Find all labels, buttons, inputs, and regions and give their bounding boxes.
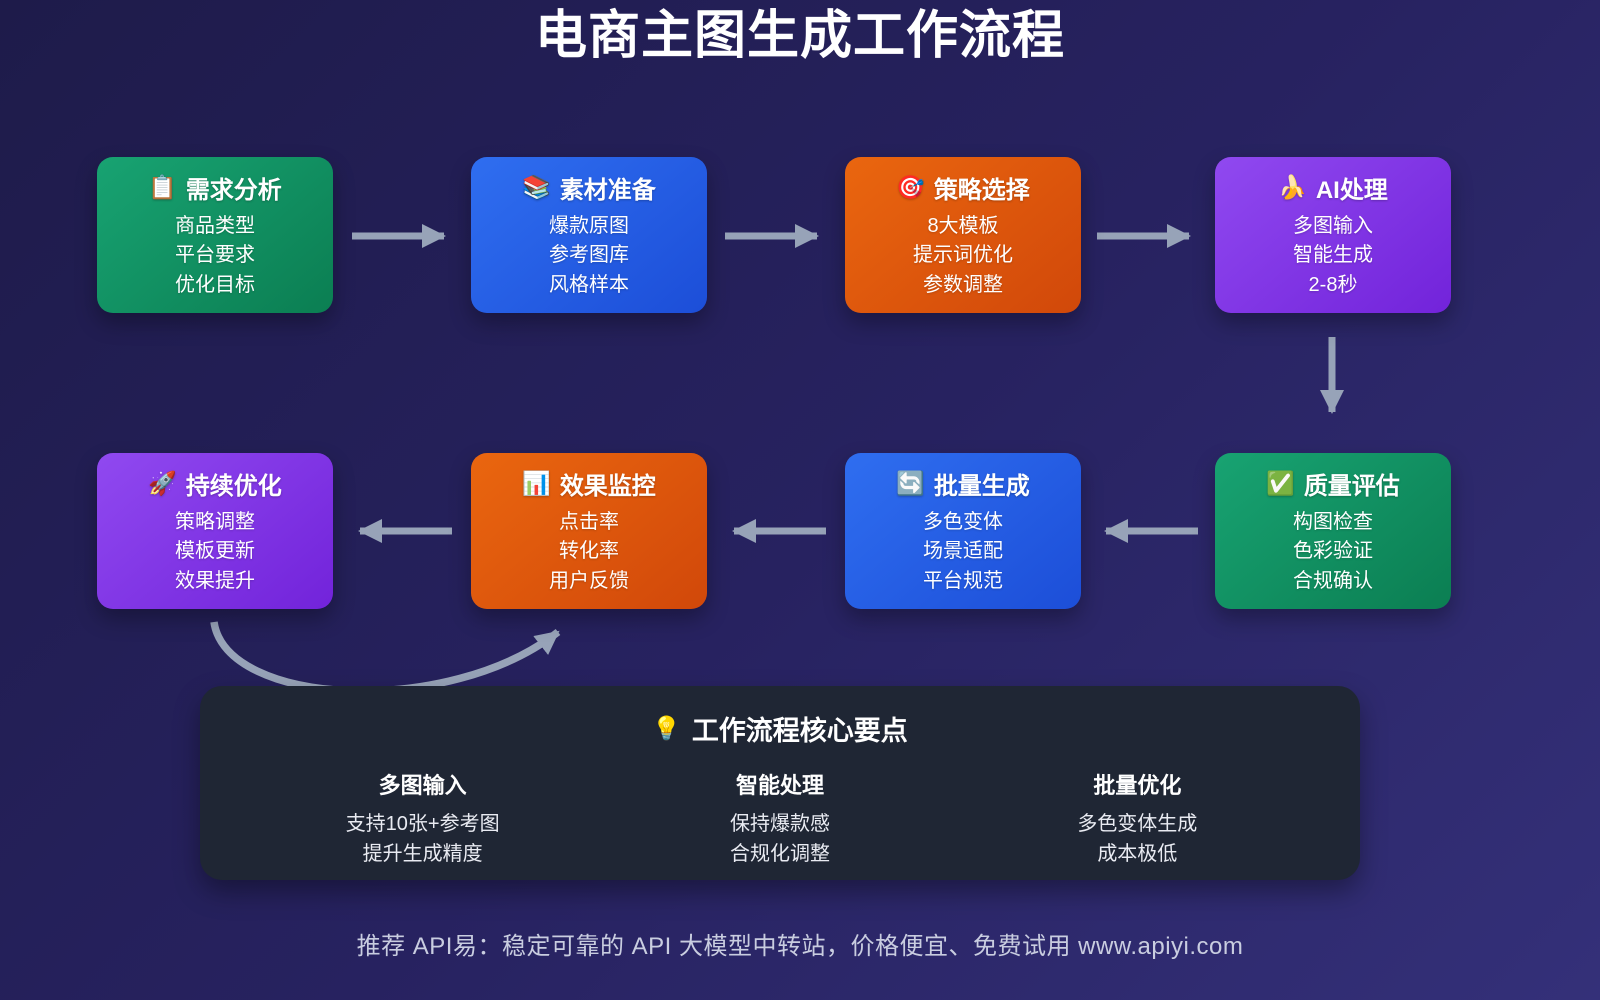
step-title-row: ✅ 质量评估: [1266, 466, 1400, 501]
step-line: 2-8秒: [1308, 273, 1358, 296]
key-point-column-batch-optimization: 批量优化 多色变体生成 成本极低: [959, 768, 1316, 869]
step-card-material-prep: 📚 素材准备 爆款原图 参考图库 风格样本: [471, 157, 707, 313]
step-title-row: 🚀 持续优化: [148, 466, 282, 501]
step-title: 持续优化: [185, 472, 282, 500]
banana-icon: 🍌: [1278, 173, 1307, 200]
step-line: 用户反馈: [549, 569, 629, 592]
step-title: 策略选择: [933, 176, 1030, 204]
step-title: 效果监控: [559, 472, 656, 500]
step-line: 8大模板: [927, 214, 999, 237]
key-point-line: 成本极低: [1097, 843, 1178, 865]
bulb-icon: 💡: [652, 715, 681, 741]
feedback-loop-arrow: [210, 621, 561, 695]
step-line: 点击率: [559, 510, 619, 533]
refresh-icon: 🔄: [896, 469, 925, 496]
rocket-icon: 🚀: [148, 469, 177, 496]
key-point-head: 多图输入: [378, 773, 467, 798]
step-line: 平台要求: [175, 244, 255, 267]
step-title: 质量评估: [1303, 472, 1400, 500]
key-point-line: 支持10张+参考图: [345, 813, 500, 835]
key-point-line: 合规化调整: [729, 843, 830, 865]
key-point-line: 提升生成精度: [362, 843, 483, 865]
step-card-ai-processing: 🍌 AI处理 多图输入 智能生成 2-8秒: [1215, 157, 1451, 313]
step-line: 策略调整: [175, 510, 255, 533]
step-line: 平台规范: [923, 569, 1003, 592]
step-title-row: 🎯 策略选择: [896, 170, 1030, 205]
step-line: 多色变体: [923, 510, 1003, 533]
step-line: 商品类型: [175, 214, 255, 237]
step-title-row: 🔄 批量生成: [896, 466, 1030, 501]
step-line: 构图检查: [1293, 510, 1373, 533]
step-line: 参数调整: [923, 273, 1003, 296]
step-line: 提示词优化: [913, 244, 1013, 267]
key-points-columns: 多图输入 支持10张+参考图 提升生成精度 智能处理 保持爆款感 合规化调整 批…: [200, 768, 1360, 869]
step-line: 智能生成: [1293, 244, 1373, 267]
step-card-continuous-optimize: 🚀 持续优化 策略调整 模板更新 效果提升: [97, 453, 333, 609]
target-icon: 🎯: [896, 173, 925, 200]
key-point-line: 多色变体生成: [1077, 813, 1198, 835]
step-line: 转化率: [559, 540, 619, 563]
check-mark-icon: ✅: [1266, 469, 1295, 496]
step-title: 素材准备: [559, 176, 656, 204]
step-line: 优化目标: [175, 273, 255, 296]
clipboard-icon: 📋: [148, 173, 177, 200]
step-card-demand-analysis: 📋 需求分析 商品类型 平台要求 优化目标: [97, 157, 333, 313]
step-card-effect-monitor: 📊 效果监控 点击率 转化率 用户反馈: [471, 453, 707, 609]
step-title-row: 📚 素材准备: [522, 170, 656, 205]
footer-note: 推荐 API易：稳定可靠的 API 大模型中转站，价格便宜、免费试用 www.a…: [356, 933, 1244, 960]
key-points-panel: 💡 工作流程核心要点 多图输入 支持10张+参考图 提升生成精度 智能处理 保持…: [200, 686, 1360, 880]
step-card-strategy-select: 🎯 策略选择 8大模板 提示词优化 参数调整: [845, 157, 1081, 313]
step-title-row: 🍌 AI处理: [1278, 170, 1388, 205]
key-point-column-intelligent-processing: 智能处理 保持爆款感 合规化调整: [601, 768, 958, 869]
step-line: 合规确认: [1293, 569, 1373, 592]
step-card-batch-generation: 🔄 批量生成 多色变体 场景适配 平台规范: [845, 453, 1081, 609]
key-point-head: 批量优化: [1093, 773, 1182, 798]
bar-chart-icon: 📊: [522, 469, 551, 496]
key-point-column-multi-image-input: 多图输入 支持10张+参考图 提升生成精度: [244, 768, 601, 869]
step-title-row: 📋 需求分析: [148, 170, 282, 205]
books-icon: 📚: [522, 173, 551, 200]
step-line: 风格样本: [549, 273, 629, 296]
step-line: 效果提升: [175, 569, 255, 592]
step-line: 爆款原图: [549, 214, 629, 237]
step-line: 色彩验证: [1293, 540, 1373, 563]
key-points-title-row: 💡 工作流程核心要点: [200, 709, 1360, 748]
key-point-line: 保持爆款感: [729, 813, 830, 835]
key-point-head: 智能处理: [735, 773, 824, 798]
step-title-row: 📊 效果监控: [522, 466, 656, 501]
step-card-quality-assess: ✅ 质量评估 构图检查 色彩验证 合规确认: [1215, 453, 1451, 609]
step-line: 多图输入: [1293, 214, 1373, 237]
step-line: 场景适配: [923, 540, 1003, 563]
step-title: 需求分析: [185, 176, 282, 204]
page-title: 电商主图生成工作流程: [534, 7, 1065, 65]
step-line: 模板更新: [175, 540, 255, 563]
step-title: AI处理: [1315, 176, 1388, 204]
step-line: 参考图库: [549, 244, 629, 267]
key-points-title: 工作流程核心要点: [691, 716, 908, 746]
step-title: 批量生成: [933, 472, 1030, 500]
